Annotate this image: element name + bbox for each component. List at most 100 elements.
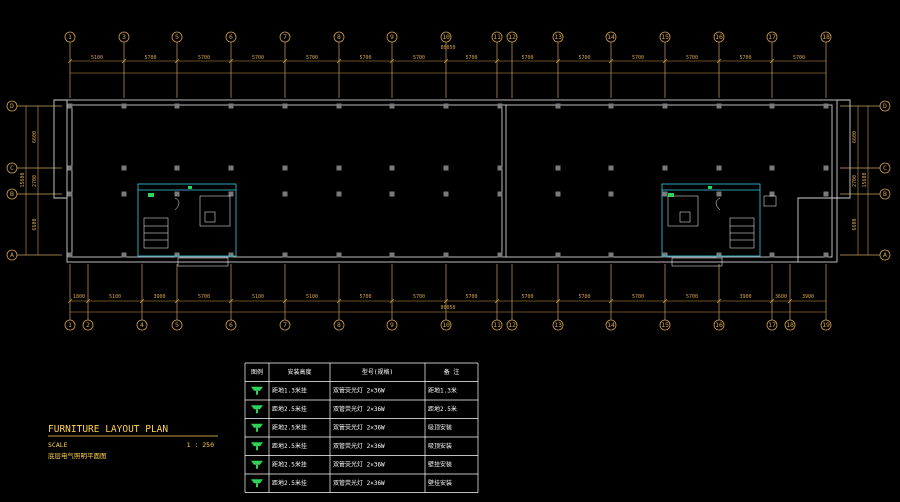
svg-text:7: 7 xyxy=(283,321,287,329)
svg-text:12: 12 xyxy=(508,33,516,41)
structural-column xyxy=(662,103,668,109)
structural-column xyxy=(769,103,775,109)
title-block: FURNITURE LAYOUT PLAN SCALE 1 : 250 底层电气… xyxy=(48,424,218,460)
structural-column xyxy=(497,252,503,258)
svg-text:A: A xyxy=(883,251,887,259)
structural-column xyxy=(555,165,561,171)
total-dimension: 80050 xyxy=(440,45,455,51)
svg-text:16: 16 xyxy=(715,321,723,329)
structural-column xyxy=(555,103,561,109)
svg-text:A: A xyxy=(10,251,14,259)
axis-bubble: 18 xyxy=(784,319,796,331)
axis-bubble: 1 xyxy=(64,319,76,331)
legend-header: 型号(规格) xyxy=(362,368,393,376)
legend-remark: 壁挂安装 xyxy=(428,460,452,468)
legend-spec: 双管荧光灯 2×36W xyxy=(333,442,385,450)
axis-bubble: 11 xyxy=(491,31,503,43)
svg-text:10: 10 xyxy=(442,321,450,329)
svg-text:18: 18 xyxy=(786,321,794,329)
legend-spec: 双管荧光灯 2×36W xyxy=(333,423,385,431)
structural-column xyxy=(716,252,722,258)
dimension-label: 5700 xyxy=(632,294,644,300)
structural-column xyxy=(443,165,449,171)
svg-text:5: 5 xyxy=(175,321,179,329)
structural-column xyxy=(336,191,342,197)
dimension-label: 2700 xyxy=(32,175,38,187)
axis-bubble: 3 xyxy=(118,31,130,43)
axis-bubble: 16 xyxy=(713,319,725,331)
svg-text:11: 11 xyxy=(493,321,501,329)
structural-columns xyxy=(67,103,829,258)
structural-column xyxy=(608,191,614,197)
svg-text:6: 6 xyxy=(229,321,233,329)
legend-spec: 双管荧光灯 2×36W xyxy=(333,405,385,413)
axis-bubble: 14 xyxy=(605,31,617,43)
legend-remark: 距地1.3米 xyxy=(428,386,457,394)
legend-height: 距地2.5米挂 xyxy=(272,479,307,487)
structural-column xyxy=(336,165,342,171)
axis-bubble: 8 xyxy=(333,319,345,331)
axis-bubble: 15 xyxy=(659,31,671,43)
axis-bubble: D xyxy=(879,100,891,112)
axis-bubble: 8 xyxy=(333,31,345,43)
axis-grid xyxy=(17,42,880,320)
svg-text:C: C xyxy=(10,164,14,172)
svg-text:11: 11 xyxy=(493,33,501,41)
dimension-label: 5700 xyxy=(413,294,425,300)
structural-column xyxy=(121,191,127,197)
legend-remark: 吸顶安装 xyxy=(428,442,452,450)
structural-column xyxy=(497,103,503,109)
dimension-label: 6600 xyxy=(852,218,858,230)
dimension-label: 5700 xyxy=(521,294,533,300)
structural-column xyxy=(769,252,775,258)
structural-column xyxy=(121,252,127,258)
structural-column xyxy=(228,165,234,171)
total-dimension: 80050 xyxy=(440,305,455,311)
structural-column xyxy=(497,165,503,171)
structural-column xyxy=(174,103,180,109)
legend-header: 安装高度 xyxy=(287,368,311,376)
dimension-label: 5700 xyxy=(686,55,698,61)
structural-column xyxy=(174,252,180,258)
axis-bubble: 12 xyxy=(506,319,518,331)
dimension-label: 1800 xyxy=(73,294,85,300)
structural-column xyxy=(282,103,288,109)
svg-text:16: 16 xyxy=(715,33,723,41)
structural-column xyxy=(67,103,73,109)
structural-column xyxy=(336,252,342,258)
svg-text:17: 17 xyxy=(768,33,776,41)
svg-text:1: 1 xyxy=(68,33,72,41)
structural-column xyxy=(662,191,668,197)
legend-height: 距地2.5米挂 xyxy=(272,423,307,431)
axis-bubble: 7 xyxy=(279,31,291,43)
dimension-label: 5700 xyxy=(521,55,533,61)
svg-text:9: 9 xyxy=(390,321,394,329)
lamp-icon xyxy=(251,405,263,414)
structural-column xyxy=(769,165,775,171)
axis-bubble: C xyxy=(879,162,891,174)
legend-height: 距地2.5米挂 xyxy=(272,442,307,450)
structural-column xyxy=(389,252,395,258)
dimension-label: 5700 xyxy=(306,55,318,61)
svg-text:15: 15 xyxy=(661,321,669,329)
legend-spec: 双管荧光灯 2×36W xyxy=(333,386,385,394)
structural-column xyxy=(497,191,503,197)
legend-remark: 壁挂安装 xyxy=(428,479,452,487)
dimension-label: 5700 xyxy=(144,55,156,61)
axis-bubble: A xyxy=(879,249,891,261)
svg-text:15: 15 xyxy=(661,33,669,41)
svg-text:12: 12 xyxy=(508,321,516,329)
dimension-label: 5700 xyxy=(686,294,698,300)
dimension-label: 5700 xyxy=(413,55,425,61)
axis-bubble: 19 xyxy=(820,319,832,331)
total-dimension: 15600 xyxy=(862,172,868,187)
dimension-label: 5700 xyxy=(578,294,590,300)
axis-bubble: 12 xyxy=(506,31,518,43)
structural-column xyxy=(121,103,127,109)
axis-bubble: 18 xyxy=(820,31,832,43)
legend-height: 距地2.5米挂 xyxy=(272,460,307,468)
svg-text:4: 4 xyxy=(140,321,144,329)
axis-bubble: 14 xyxy=(605,319,617,331)
